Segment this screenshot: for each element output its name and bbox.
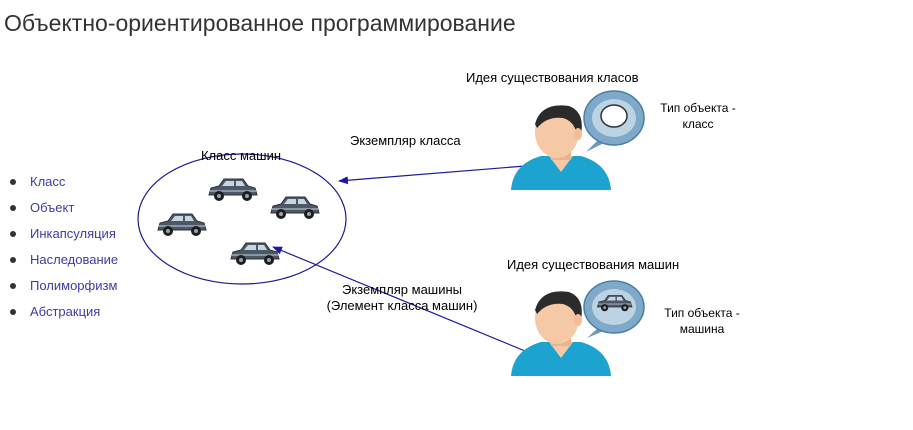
type-car-label: Тип объекта - машина: [656, 305, 748, 337]
car-icon: [209, 179, 257, 201]
thought-bubble-icon: [584, 91, 644, 152]
type-class-line: класс: [652, 116, 744, 132]
class-instance-label: Экземпляр класса: [350, 133, 461, 149]
car-icon: [271, 197, 319, 219]
car-instance-label: Экземпляр машины (Элемент класса машин): [314, 282, 490, 314]
car-icon: [231, 243, 279, 265]
idea-classes-label: Идея существования класов: [466, 70, 639, 86]
car-instance-line: (Элемент класса машин): [314, 298, 490, 314]
type-car-line: машина: [656, 321, 748, 337]
car-instance-line: Экземпляр машины: [314, 282, 490, 298]
type-car-line: Тип объекта -: [656, 305, 748, 321]
type-class-line: Тип объекта -: [652, 100, 744, 116]
class-instance-arrow: [339, 166, 525, 181]
car-icon: [158, 214, 206, 236]
class-set-label: Класс машин: [201, 148, 281, 163]
idea-cars-label: Идея существования машин: [507, 257, 679, 273]
thought-bubble-icon: [584, 281, 644, 338]
type-class-label: Тип объекта - класс: [652, 100, 744, 132]
